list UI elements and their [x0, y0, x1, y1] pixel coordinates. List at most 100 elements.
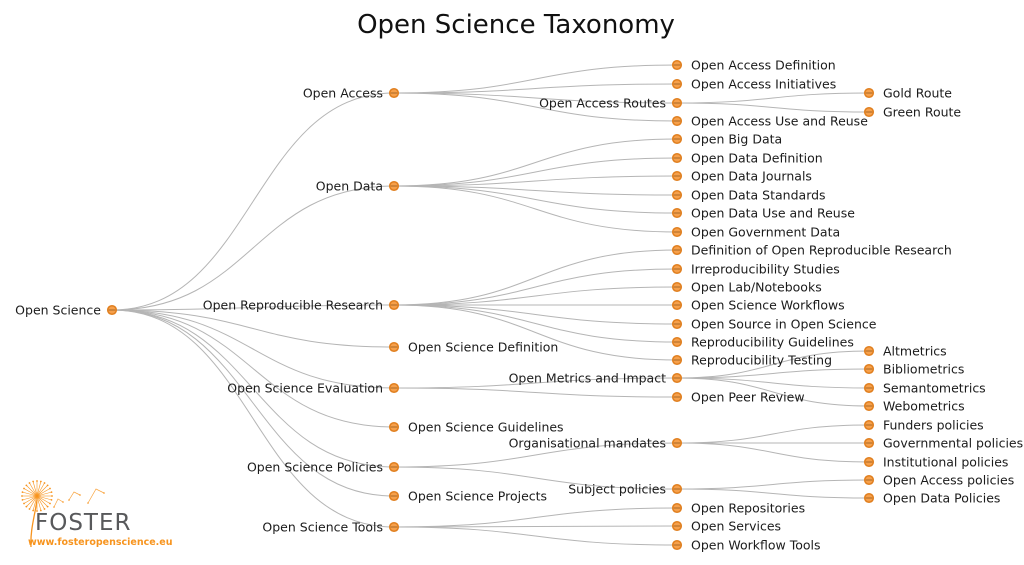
link-open-data-standards	[393, 185, 678, 196]
label-open-science-evaluation: Open Science Evaluation	[227, 381, 383, 396]
dandelion-spoke	[36, 488, 51, 497]
node-core-subject-policies	[673, 488, 681, 490]
dandelion-spoke	[36, 495, 45, 510]
link-open-metrics-and-impact	[393, 377, 678, 389]
node-core-open-data	[390, 185, 398, 187]
label-open-access: Open Access	[303, 86, 383, 101]
label-open-data-journals: Open Data Journals	[691, 169, 812, 184]
dandelion-seed-tip	[49, 487, 51, 490]
dandelion-seed-tip	[23, 502, 25, 505]
node-core-open-reproducible-research	[390, 304, 398, 306]
link-open-access-policies	[676, 479, 870, 490]
dandelion-seed-tip	[25, 484, 28, 487]
node-core-funders-policies	[865, 424, 873, 426]
node-core-open-lab-notebooks	[673, 286, 681, 288]
dandelion-flying-seed	[53, 498, 64, 508]
node-core-open-access-definition	[673, 64, 681, 66]
label-open-access-definition: Open Access Definition	[691, 58, 836, 73]
dandelion-seed-tip	[39, 480, 42, 483]
dandelion-seed-dot	[68, 499, 70, 501]
label-open-access-routes: Open Access Routes	[539, 96, 666, 111]
node-core-open-repositories	[673, 507, 681, 509]
dandelion-spoke	[36, 495, 51, 504]
node-core-open-science-tools	[390, 526, 398, 528]
link-open-access-initiatives	[393, 83, 678, 94]
node-core-open-data-use-and-reuse	[673, 212, 681, 214]
node-core-open-workflow-tools	[673, 544, 681, 546]
label-open-metrics-and-impact: Open Metrics and Impact	[509, 371, 667, 386]
link-open-services	[393, 525, 678, 528]
label-open-access-use-and-reuse: Open Access Use and Reuse	[691, 114, 868, 129]
dandelion-spoke	[36, 495, 42, 511]
link-open-access-use-and-reuse	[393, 92, 678, 122]
link-open-science-evaluation	[111, 309, 395, 389]
label-irreproducibility-studies: Irreproducibility Studies	[691, 262, 840, 277]
dandelion-center	[35, 494, 39, 498]
link-definition-of-open-reproducible-research	[393, 249, 678, 306]
dandelion-seed-tip	[51, 495, 53, 497]
dandelion-spoke	[29, 495, 38, 510]
dandelion-seed-tip	[43, 508, 46, 510]
dandelion-seed-tip	[21, 491, 24, 494]
label-open-big-data: Open Big Data	[691, 132, 782, 147]
dandelion-spoke	[32, 481, 38, 497]
node-core-open-peer-review	[673, 396, 681, 398]
tree-nodes	[106, 59, 875, 551]
node-core-semantometrics	[865, 387, 873, 389]
dandelion-seed-tip	[49, 502, 51, 505]
node-core-institutional-policies	[865, 461, 873, 463]
link-webometrics	[676, 377, 870, 407]
logo-url: www.fosteropenscience.eu	[28, 537, 173, 548]
label-bibliometrics: Bibliometrics	[883, 362, 964, 377]
foster-logo: FOSTER www.fosteropenscience.eu	[21, 480, 173, 548]
label-gold-route: Gold Route	[883, 86, 952, 101]
node-core-open-data-definition	[673, 157, 681, 159]
label-funders-policies: Funders policies	[883, 418, 984, 433]
node-core-open-services	[673, 525, 681, 527]
node-core-open-science-projects	[390, 495, 398, 497]
node-core-open-science	[108, 309, 116, 311]
diagram-title: Open Science Taxonomy	[357, 10, 675, 40]
dandelion-spoke	[23, 488, 38, 497]
dandelion-seed-tip	[39, 509, 42, 512]
link-open-science-projects	[111, 309, 395, 497]
dandelion-seed-dot	[87, 502, 89, 504]
label-webometrics: Webometrics	[883, 399, 965, 414]
label-open-source-in-open-science: Open Source in Open Science	[691, 317, 877, 332]
dandelion-seed-tip	[50, 491, 53, 494]
dandelion-seed-dot	[79, 494, 81, 496]
link-open-access	[111, 92, 395, 311]
node-core-green-route	[865, 111, 873, 113]
dandelion-spoke	[26, 485, 38, 497]
link-open-workflow-tools	[393, 526, 678, 546]
label-open-science-guidelines: Open Science Guidelines	[408, 420, 564, 435]
node-core-open-metrics-and-impact	[673, 377, 681, 379]
node-core-reproducibility-guidelines	[673, 341, 681, 343]
label-open-repositories: Open Repositories	[691, 501, 805, 516]
node-core-governmental-policies	[865, 442, 873, 444]
label-open-science-tools: Open Science Tools	[262, 520, 383, 535]
label-open-lab-notebooks: Open Lab/Notebooks	[691, 280, 822, 295]
dandelion-spoke	[36, 482, 45, 497]
link-open-data-definition	[393, 157, 678, 187]
link-funders-policies	[676, 424, 870, 444]
link-gold-route	[676, 92, 870, 104]
link-open-peer-review	[393, 387, 678, 398]
node-core-reproducibility-testing	[673, 359, 681, 361]
dandelion-seed-tip	[28, 508, 31, 510]
node-core-bibliometrics	[865, 368, 873, 370]
link-open-data-journals	[393, 175, 678, 187]
node-core-open-access-routes	[673, 102, 681, 104]
label-reproducibility-testing: Reproducibility Testing	[691, 353, 832, 368]
link-organisational-mandates	[393, 442, 678, 468]
dandelion-flying-seed	[68, 491, 81, 501]
dandelion-spoke	[29, 482, 38, 497]
label-open-government-data: Open Government Data	[691, 225, 840, 240]
node-core-open-access	[390, 92, 398, 94]
link-open-lab-notebooks	[393, 286, 678, 306]
dandelion-seed-tip	[50, 498, 53, 501]
dandelion-spoke	[22, 495, 38, 501]
label-open-peer-review: Open Peer Review	[691, 390, 805, 405]
dandelion-seed-dot	[62, 501, 64, 503]
dandelion-spoke	[36, 481, 42, 497]
